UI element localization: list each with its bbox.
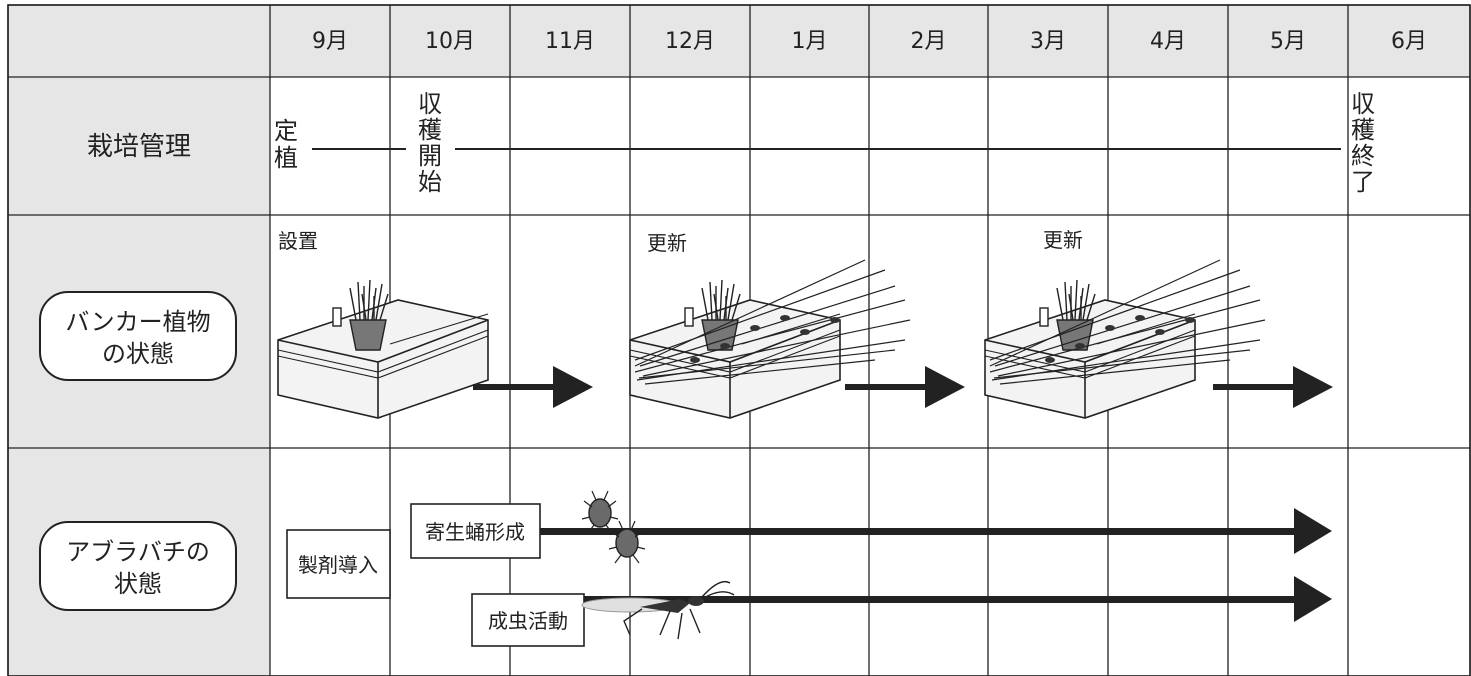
month-label: 10月 bbox=[425, 29, 475, 54]
aphid-mummy-icon bbox=[608, 520, 646, 564]
harvest-start-1: 収 bbox=[418, 90, 442, 118]
harvest-start-2: 穫 bbox=[418, 116, 442, 144]
month-label: 2月 bbox=[911, 29, 947, 54]
table-frame bbox=[7, 4, 1471, 676]
month-label: 4月 bbox=[1150, 29, 1186, 54]
month-label: 3月 bbox=[1030, 29, 1066, 54]
harvest-end-3: 終 bbox=[1351, 142, 1375, 170]
parasitoid-wasp-icon bbox=[581, 580, 735, 640]
header-row bbox=[8, 5, 1470, 77]
month-header: 9月 10月 11月 12月 1月 2月 3月 4月 5月 6月 bbox=[312, 29, 1427, 54]
row-label-banker-box bbox=[39, 291, 237, 381]
month-label: 11月 bbox=[545, 29, 595, 54]
harvest-start-3: 開 bbox=[418, 142, 442, 170]
row-label-banker-line2: の状態 bbox=[102, 340, 174, 368]
adult-arrow-head bbox=[1294, 576, 1332, 622]
product-box bbox=[286, 529, 391, 599]
aphid-mummy-icon bbox=[581, 490, 619, 534]
adult-arrow-bar bbox=[584, 596, 1310, 603]
banker-box-icon bbox=[277, 279, 489, 419]
row-label-aphidius-line2: 状態 bbox=[114, 570, 162, 598]
product-label: 製剤導入 bbox=[298, 553, 378, 577]
row-label-aphidius-line1: アブラバチの bbox=[66, 538, 210, 566]
month-label: 5月 bbox=[1270, 29, 1306, 54]
renew-label-1: 更新 bbox=[647, 231, 687, 255]
arrow-right-icon bbox=[473, 366, 593, 408]
table-grid bbox=[7, 4, 1471, 676]
install-label: 設置 bbox=[278, 229, 318, 253]
renew-label-2: 更新 bbox=[1043, 228, 1083, 252]
mummy-label: 寄生蛹形成 bbox=[425, 520, 525, 544]
month-label: 12月 bbox=[665, 29, 715, 54]
adult-box bbox=[471, 593, 585, 647]
mummy-arrow-bar bbox=[540, 528, 1310, 535]
month-label: 9月 bbox=[312, 29, 348, 54]
adult-label: 成虫活動 bbox=[488, 609, 568, 633]
harvest-end-2: 穫 bbox=[1351, 116, 1375, 144]
row-label-banker-line1: バンカー植物 bbox=[65, 308, 210, 336]
harvest-end-1: 収 bbox=[1351, 90, 1375, 118]
arrow-right-icon bbox=[1213, 366, 1333, 408]
month-label: 1月 bbox=[792, 29, 828, 54]
banker-box-icon bbox=[984, 279, 1196, 419]
row-label-cultivation: 栽培管理 bbox=[87, 132, 191, 162]
harvest-start-4: 始 bbox=[418, 168, 442, 196]
planting-label-2: 植 bbox=[274, 144, 298, 172]
banker-box-icon bbox=[629, 279, 841, 419]
planting-label-1: 定 bbox=[274, 117, 298, 145]
harvest-end-4: 了 bbox=[1351, 168, 1375, 196]
arrow-right-icon bbox=[845, 366, 965, 408]
month-label: 6月 bbox=[1391, 29, 1427, 54]
mummy-arrow-head bbox=[1294, 508, 1332, 554]
row-label-aphidius-box bbox=[39, 521, 237, 611]
